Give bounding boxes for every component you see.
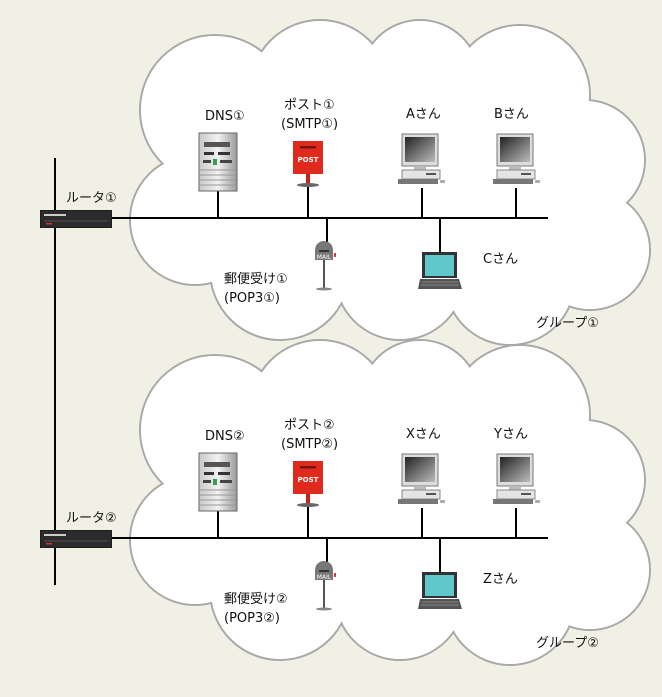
laptop-label: Cさん xyxy=(483,252,518,267)
mailbox-icon[interactable]: MAIL xyxy=(315,561,336,611)
smtp-label: (SMTP①) xyxy=(281,117,338,132)
mailbox-icon[interactable]: MAIL xyxy=(315,241,336,291)
desktop-pc-icon[interactable] xyxy=(492,453,541,505)
pc-b-label: Bさん xyxy=(494,107,529,122)
pop3-label: (POP3①) xyxy=(224,291,280,306)
dns-server-icon[interactable] xyxy=(198,452,238,512)
pc-a-label: Xさん xyxy=(406,427,441,442)
svg-text:POST: POST xyxy=(298,156,319,164)
pc-a-label: Aさん xyxy=(406,107,441,122)
dns-label: DNS② xyxy=(205,429,245,444)
post-box-icon[interactable]: POST xyxy=(293,141,323,187)
laptop-icon[interactable] xyxy=(417,251,463,290)
mailbox-label: 郵便受け② xyxy=(224,592,288,607)
post-label: ポスト① xyxy=(284,98,335,113)
svg-text:POST: POST xyxy=(298,476,319,484)
svg-text:MAIL: MAIL xyxy=(317,574,332,581)
laptop-label: Zさん xyxy=(483,572,518,587)
dns-server-icon[interactable] xyxy=(198,132,238,192)
router-icon[interactable] xyxy=(40,530,112,548)
dns-label: DNS① xyxy=(205,109,245,124)
post-box-icon[interactable]: POST xyxy=(293,461,323,507)
group-2: POST MAIL ルータ② DNS② ポスト② (SMTP②) Xさん Yさん… xyxy=(40,418,599,651)
pc-b-label: Yさん xyxy=(493,427,528,442)
laptop-icon[interactable] xyxy=(417,571,463,610)
router-icon[interactable] xyxy=(40,210,112,228)
post-label: ポスト② xyxy=(284,418,335,433)
group-1: POST MAIL ルータ① DNS① ポスト① (SMTP①) Aさん Bさん… xyxy=(40,98,599,331)
cloud-group-1 xyxy=(129,19,651,346)
router-label: ルータ① xyxy=(66,191,117,206)
svg-text:MAIL: MAIL xyxy=(317,254,332,261)
router-label: ルータ② xyxy=(66,511,117,526)
mailbox-label: 郵便受け① xyxy=(224,272,288,287)
group-label: グループ① xyxy=(536,316,599,331)
pop3-label: (POP3②) xyxy=(224,611,280,626)
desktop-pc-icon[interactable] xyxy=(492,133,541,185)
desktop-pc-icon[interactable] xyxy=(397,453,446,505)
desktop-pc-icon[interactable] xyxy=(397,133,446,185)
cloud-group-2 xyxy=(129,339,651,666)
group-label: グループ② xyxy=(536,636,599,651)
smtp-label: (SMTP②) xyxy=(281,437,338,452)
